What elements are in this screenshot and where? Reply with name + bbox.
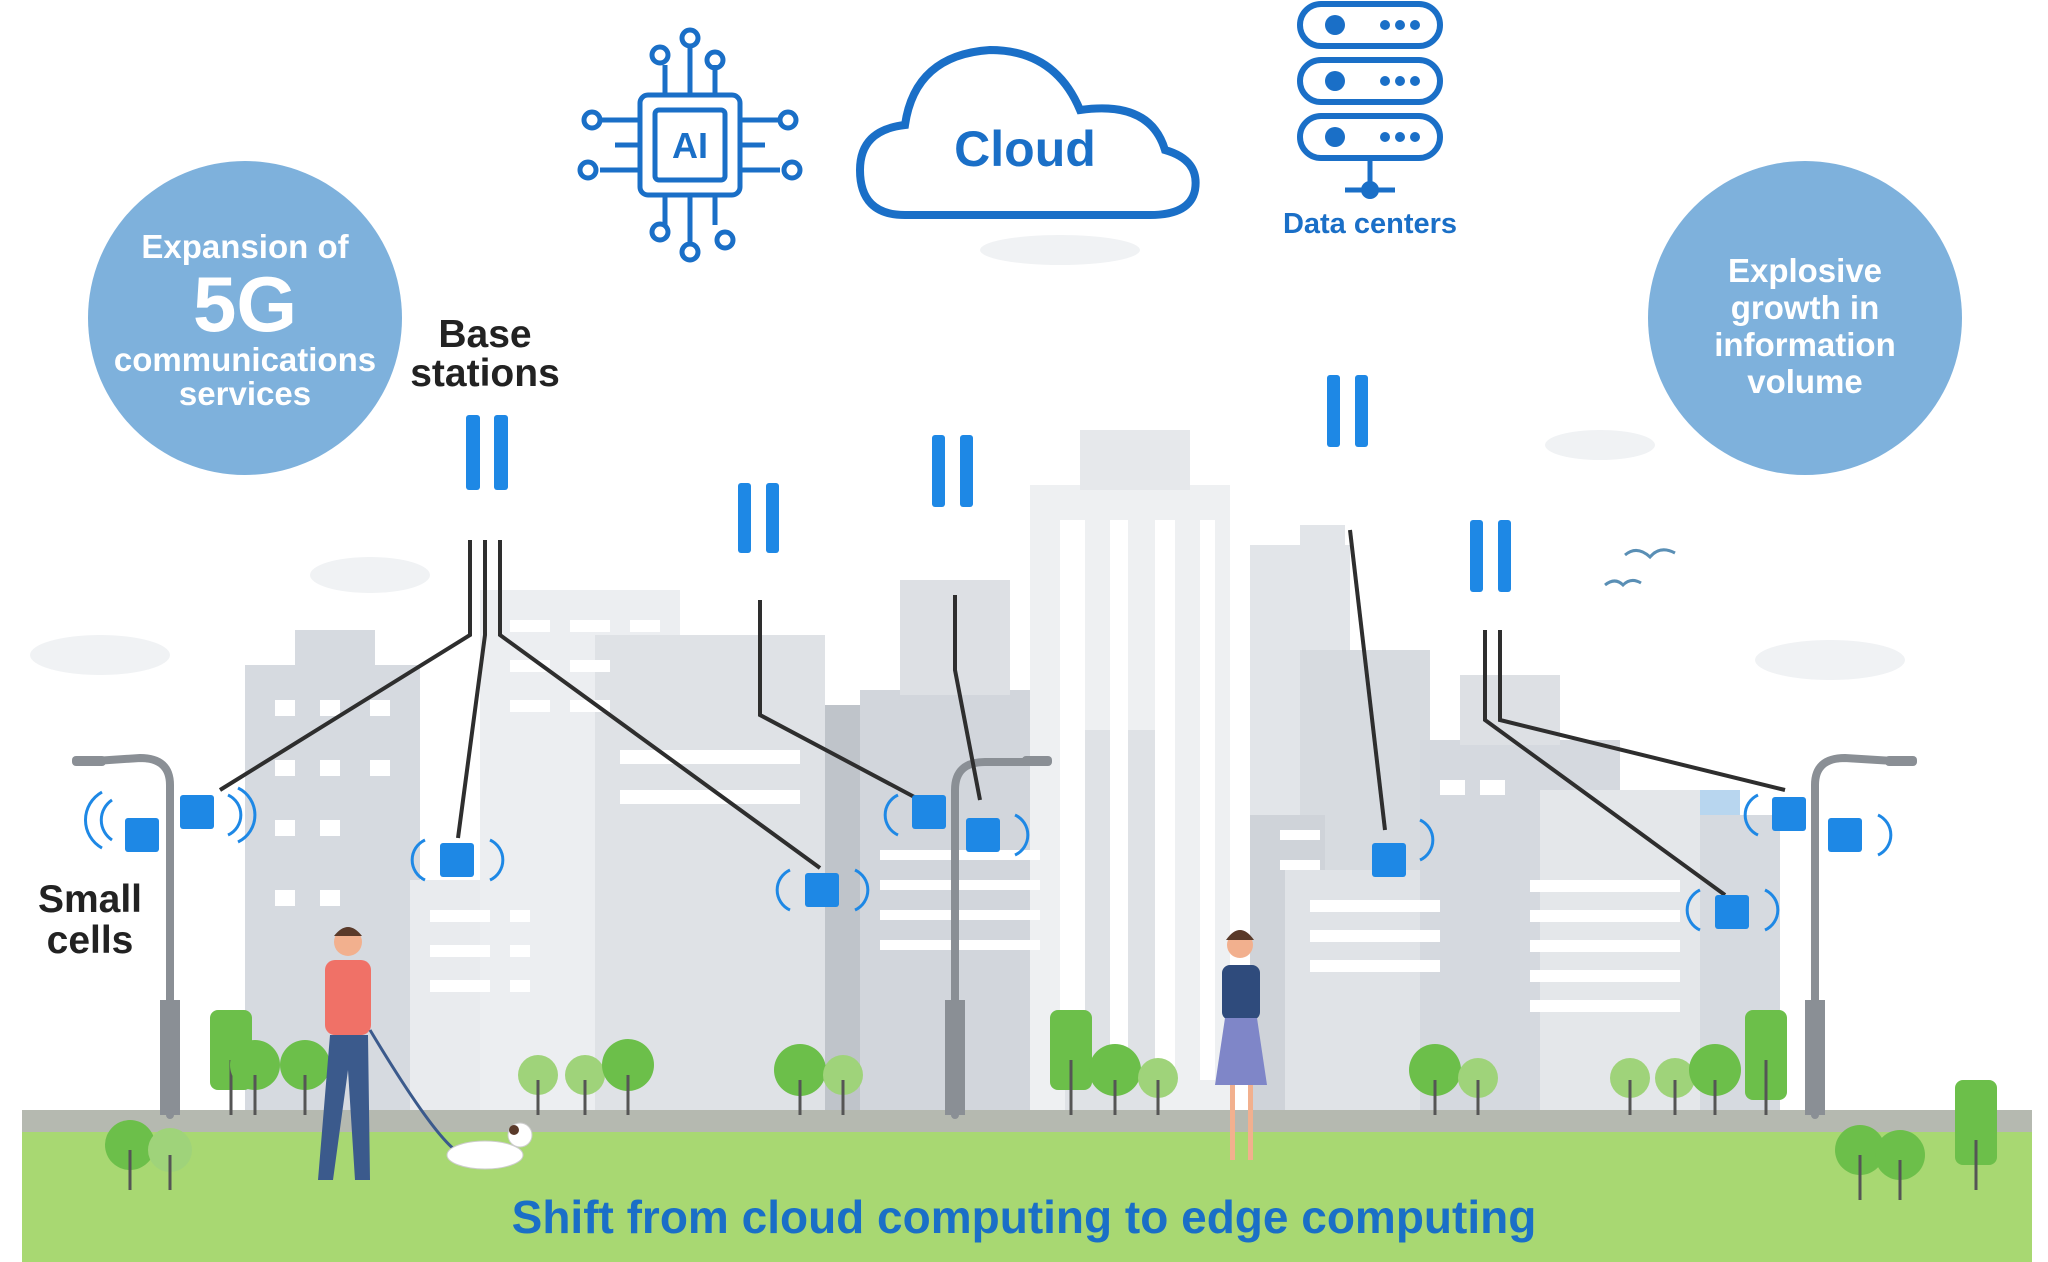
trees (105, 1010, 1997, 1200)
5g-expansion-circle (88, 161, 402, 475)
information-growth-circle (1648, 161, 1962, 475)
info-circle-line3: information (1714, 325, 1896, 363)
city-skyline (245, 430, 1780, 1115)
signal-waves (84, 786, 1893, 932)
info-circle-line1: Explosive (1727, 252, 1883, 289)
woman-with-phone (1215, 930, 1267, 1160)
birds-icon (1604, 548, 1676, 588)
street-lamps (76, 753, 1914, 1119)
base-station-antennas (466, 375, 1511, 592)
5g-circle-line4: services (178, 375, 312, 413)
5g-circle-line3: communications (113, 340, 377, 378)
base-stations-line1: Base (438, 313, 532, 356)
small-cells-line1: Small (37, 878, 143, 921)
5g-circle-line1: Expansion of (141, 228, 349, 265)
base-stations-line2: stations (410, 352, 560, 395)
base-stations-label: Base stations (395, 315, 575, 393)
data-centers-label: Data centers (1282, 208, 1458, 240)
data-center-server-icon (1297, 1, 1443, 199)
caption: Shift from cloud computing to edge compu… (511, 1191, 1537, 1243)
small-cells-line2: cells (46, 918, 134, 962)
connection-lines (218, 529, 1786, 897)
cloud-label: Cloud (954, 121, 1096, 177)
info-growth-circle-text: Explosive growth in information volume (1655, 252, 1955, 401)
cloud-icon (855, 45, 1200, 219)
background-clouds (30, 235, 1905, 680)
info-circle-line4: volume (1747, 362, 1863, 400)
5g-circle-text: Expansion of 5G communications services (95, 228, 395, 413)
ai-chip-label: AI (672, 125, 708, 166)
info-circle-line2: growth in (1730, 288, 1880, 326)
ai-chip-icon (577, 27, 803, 263)
5g-circle-line2: 5G (192, 259, 298, 348)
small-cells-label: Small cells (25, 878, 155, 962)
man-walking-dog (318, 927, 533, 1180)
small-cells (125, 795, 1862, 929)
lamp-heads (72, 756, 1917, 1115)
